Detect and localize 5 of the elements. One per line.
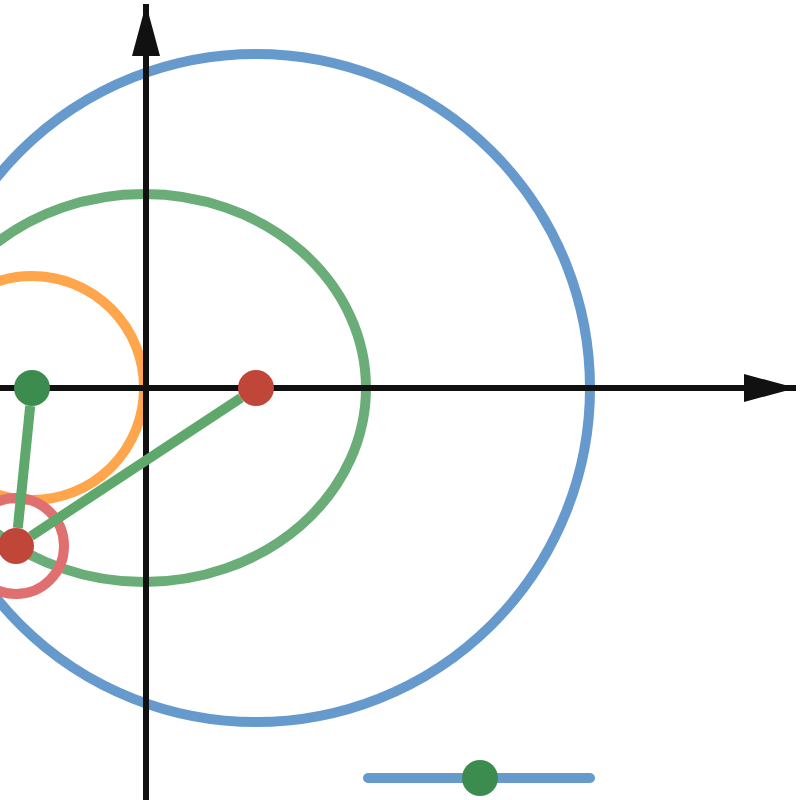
line-segment: [28, 393, 244, 541]
line-segment: [12, 405, 36, 529]
point-marker: [0, 528, 34, 564]
point-marker: [238, 370, 274, 406]
point-marker: [14, 370, 50, 406]
